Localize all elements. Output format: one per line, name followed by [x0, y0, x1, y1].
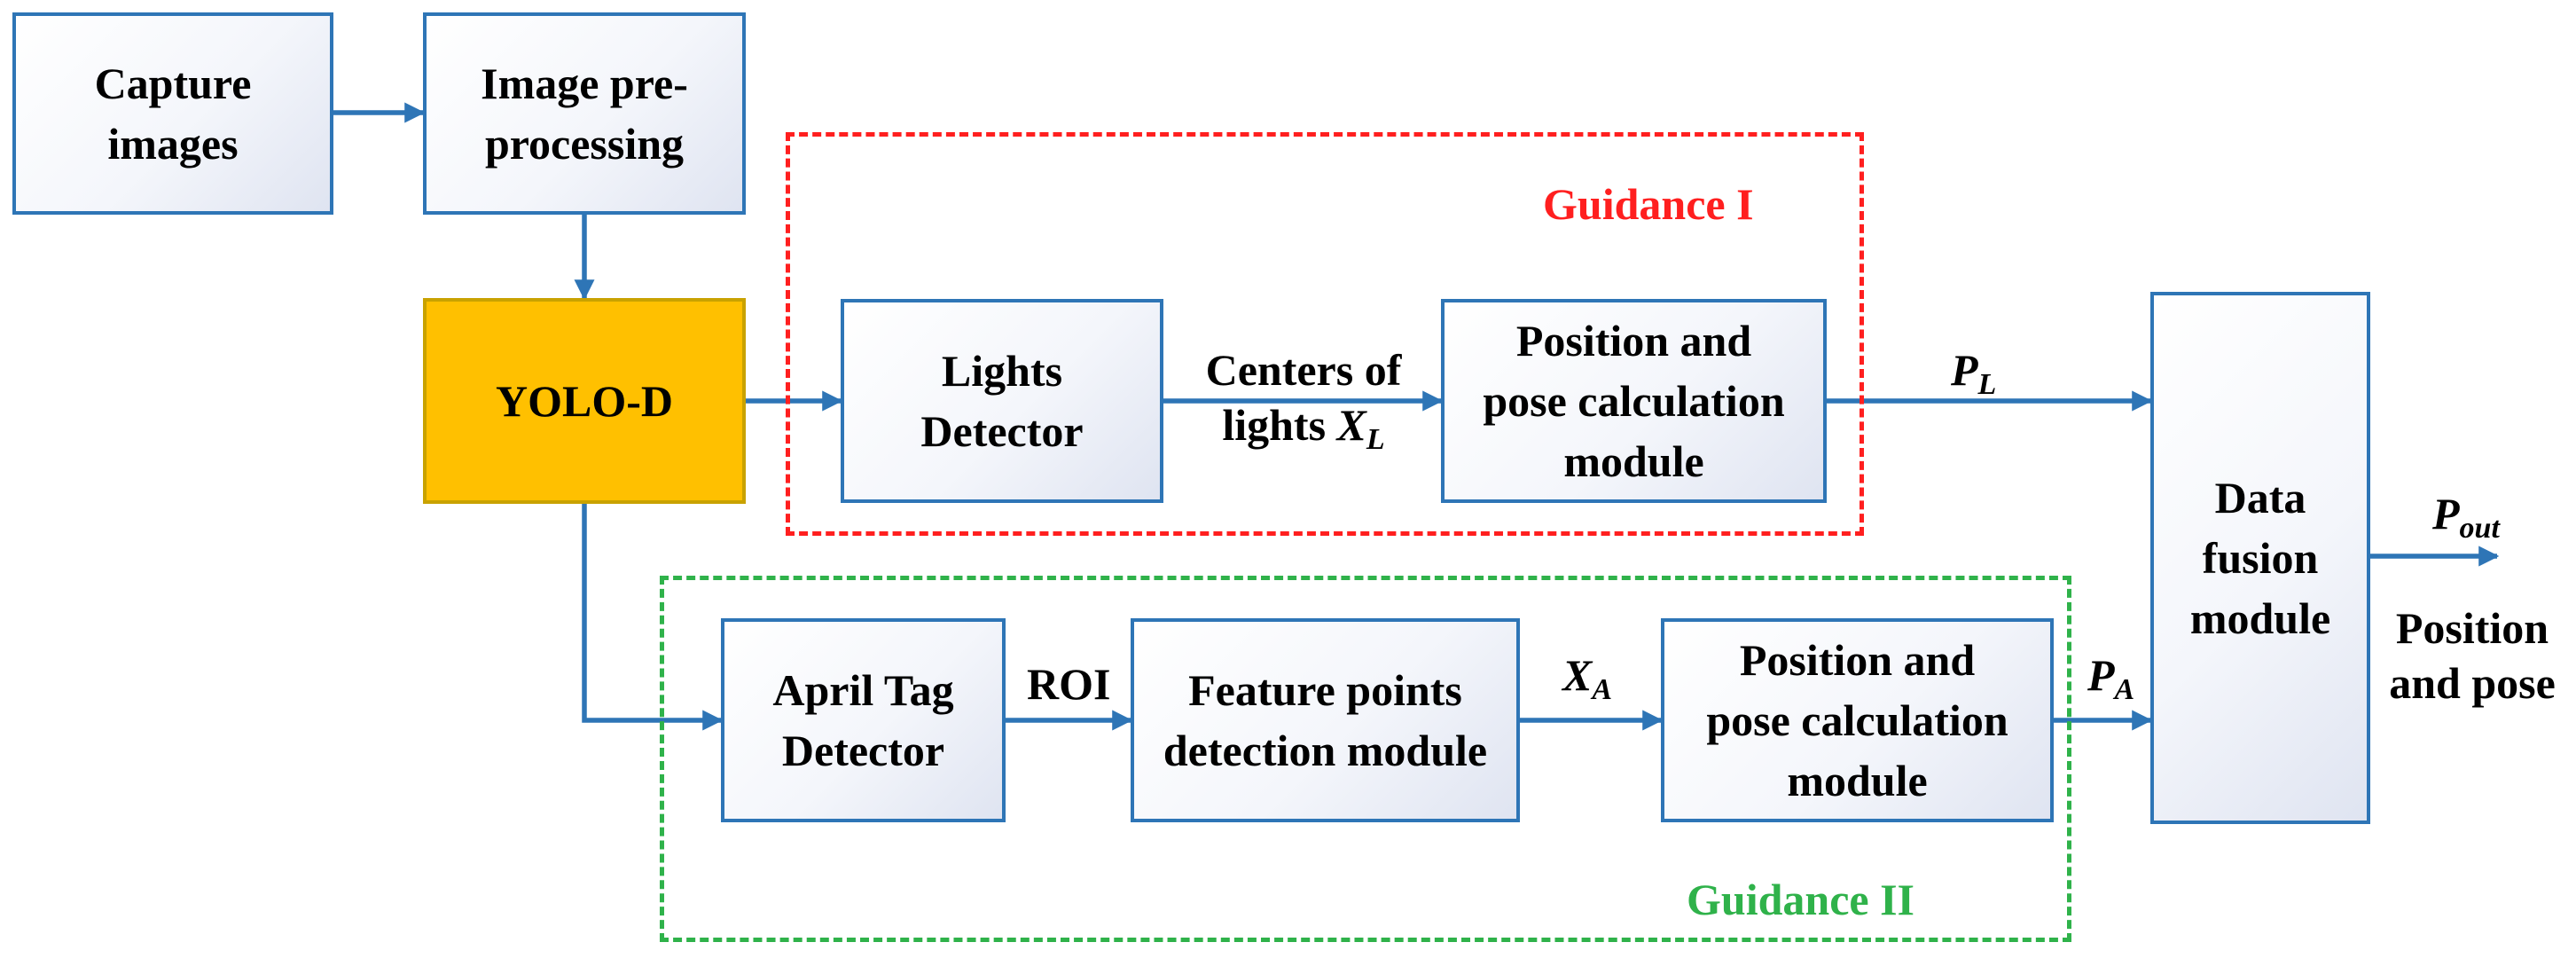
pose1-line-2: pose calculation — [1483, 376, 1785, 426]
fusion-line-2: fusion — [2202, 533, 2319, 583]
roi-text: ROI — [1027, 659, 1111, 709]
yolo-d-label: YOLO-D — [496, 376, 673, 426]
pose1-line-1: Position and — [1515, 316, 1752, 365]
xa-label: XA — [1562, 648, 1612, 709]
pose-calculation-box-2: Position and pose calculation module — [1661, 618, 2054, 822]
pose2-line-3: module — [1787, 756, 1928, 805]
preprocess-line-1: Image pre- — [481, 59, 688, 108]
lights-line-1: Lights — [941, 346, 1063, 396]
xa-symbol: X — [1562, 650, 1593, 700]
capture-line-2: images — [107, 119, 239, 169]
feature-line-1: Feature points — [1188, 665, 1462, 715]
arrow-yolo-to-april — [582, 504, 724, 731]
centers-of-lights-label: Centers of lights XL — [1179, 342, 1428, 459]
image-preprocessing-box: Image pre- processing — [423, 12, 746, 215]
pose-calculation-box-1: Position and pose calculation module — [1441, 299, 1827, 503]
april-line-2: Detector — [781, 726, 945, 775]
pl-label: PL — [1951, 342, 1996, 404]
pa-symbol: P — [2087, 650, 2115, 700]
lights-line-2: Detector — [920, 406, 1084, 456]
pose2-line-1: Position and — [1739, 635, 1976, 685]
april-tag-detector-box: April Tag Detector — [721, 618, 1006, 822]
centers-line-1: Centers of — [1205, 345, 1402, 395]
guidance-1-title: Guidance I — [1543, 179, 1754, 229]
pa-label: PA — [2087, 648, 2134, 709]
guidance-2-title: Guidance II — [1687, 875, 1915, 924]
fusion-line-1: Data — [2214, 473, 2306, 522]
preprocess-line-2: processing — [484, 119, 685, 169]
pl-symbol: P — [1951, 345, 1978, 395]
roi-label: ROI — [1027, 656, 1110, 711]
guidance-1-frame — [786, 132, 1864, 536]
pout-symbol: P — [2432, 489, 2460, 538]
guidance-2-frame — [660, 576, 2071, 942]
feature-line-2: detection module — [1163, 726, 1488, 775]
pose2-line-2: pose calculation — [1706, 695, 2008, 745]
feature-points-box: Feature points detection module — [1131, 618, 1520, 822]
data-fusion-box: Data fusion module — [2150, 292, 2370, 824]
lights-detector-box: Lights Detector — [841, 299, 1163, 503]
capture-images-box: Capture images — [12, 12, 333, 215]
centers-line-2: lights — [1222, 400, 1337, 450]
output-position-pose-label: Position and pose — [2375, 601, 2570, 711]
pl-subscript: L — [1977, 368, 1997, 401]
pout-label: Pout — [2432, 486, 2500, 547]
pose1-line-3: module — [1563, 436, 1704, 486]
xl-subscript: L — [1366, 423, 1385, 456]
xl-symbol: X — [1336, 400, 1366, 450]
pa-subscript: A — [2114, 673, 2135, 706]
yolo-d-box: YOLO-D — [423, 298, 746, 504]
april-line-1: April Tag — [772, 665, 954, 715]
output-line-2: and pose — [2389, 658, 2556, 708]
output-line-1: Position — [2395, 603, 2549, 653]
xa-subscript: A — [1592, 673, 1613, 706]
capture-line-1: Capture — [94, 59, 252, 108]
pout-subscript: out — [2459, 512, 2500, 545]
fusion-line-3: module — [2189, 593, 2331, 643]
